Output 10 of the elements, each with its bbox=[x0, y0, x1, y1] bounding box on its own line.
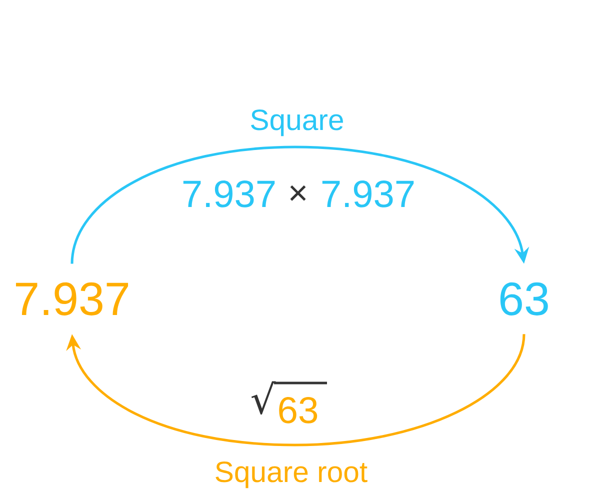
number: 7.937 bbox=[16, 282, 128, 316]
times-sign: × bbox=[290, 185, 306, 201]
edge-label: Square root bbox=[213, 460, 369, 490]
curved-arrow bbox=[66, 334, 526, 446]
number: 7.937 bbox=[322, 180, 414, 208]
number: 63 bbox=[279, 396, 318, 424]
curved-arrow bbox=[70, 146, 530, 264]
number: 7.937 bbox=[183, 180, 275, 208]
number: 63 bbox=[500, 282, 548, 316]
edge-label: Square bbox=[248, 108, 346, 138]
